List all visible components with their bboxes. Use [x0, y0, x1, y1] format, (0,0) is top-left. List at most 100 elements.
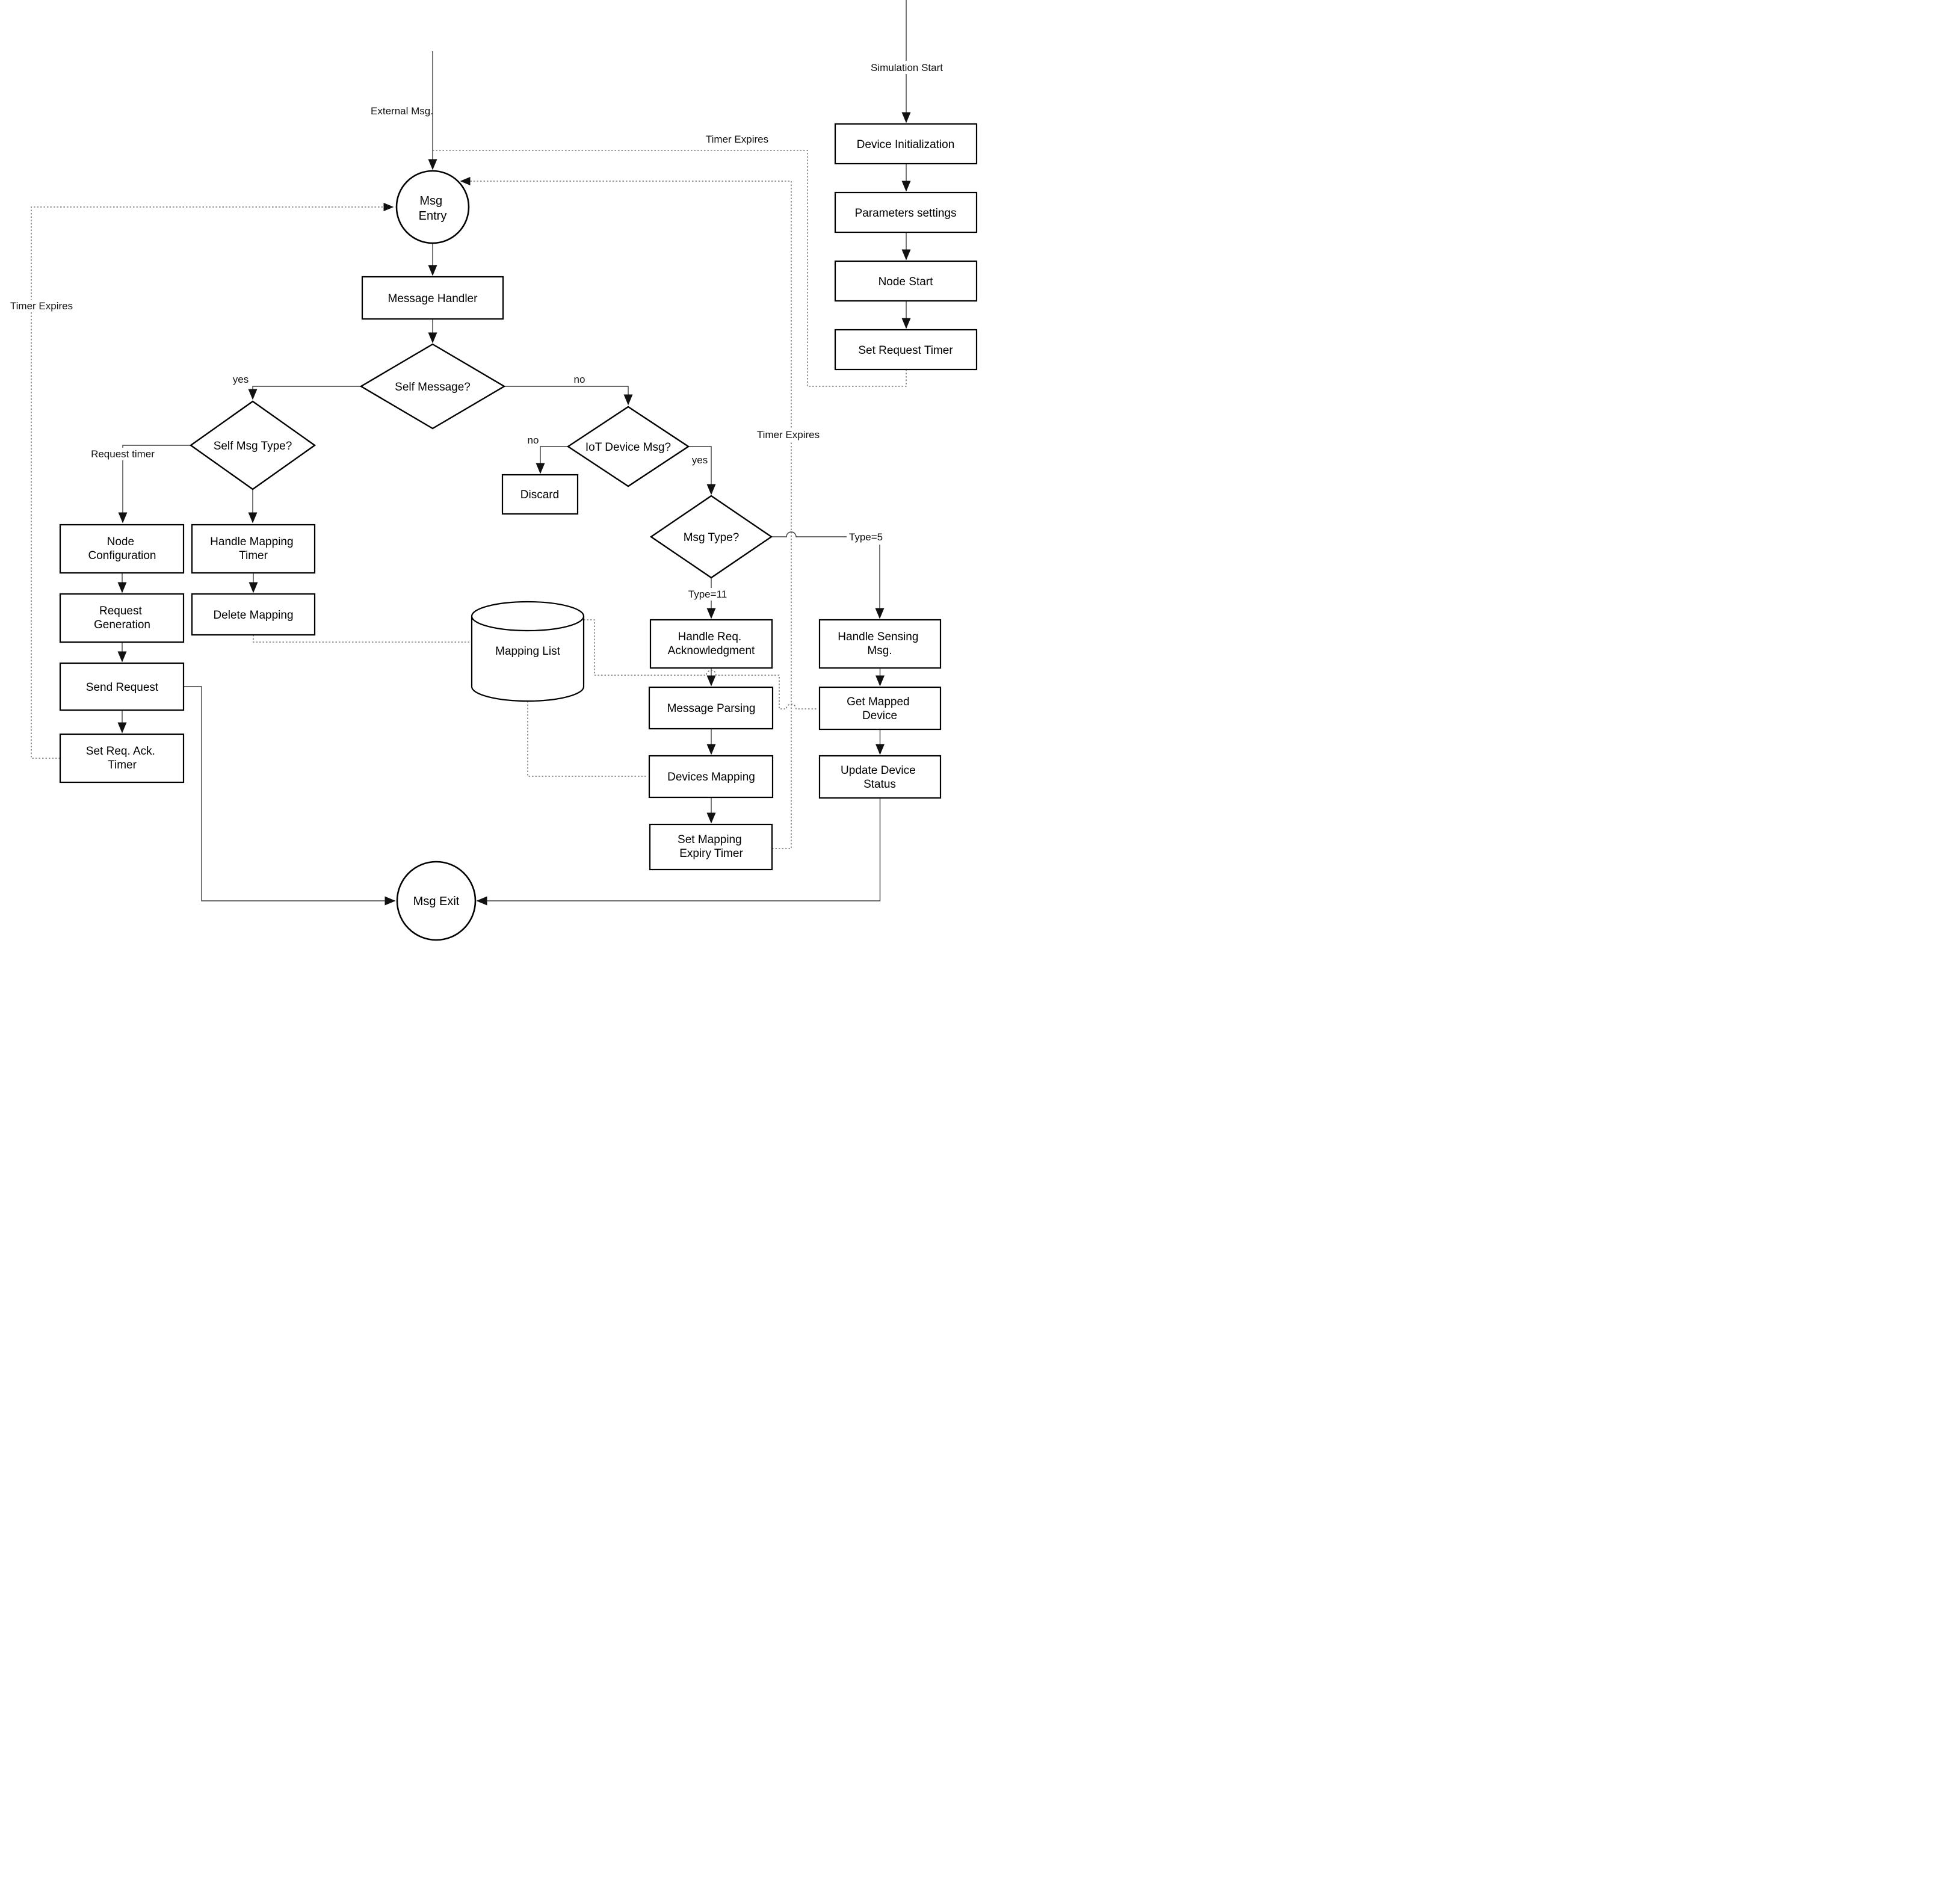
iot-yes-label: yes: [692, 454, 708, 466]
type-11-label: Type=11: [688, 589, 727, 600]
node-self-message: Self Message?: [359, 343, 506, 430]
node-set-request-timer: Set Request Timer: [834, 329, 978, 371]
node-send-request: Send Request: [59, 662, 185, 711]
self-msg-type-diamond: [189, 400, 317, 490]
delete-mapping-label: Delete Mapping: [213, 609, 293, 622]
discard-label: Discard: [520, 489, 559, 501]
edge-iot-yes-to-msg-type: [688, 446, 716, 495]
node-start-box: [834, 260, 978, 302]
node-msg-exit: Msg Exit: [396, 861, 477, 941]
edge-mapping-list-to-devices-mapping: [527, 701, 647, 777]
node-configuration-label: Node Configuration: [88, 536, 156, 562]
handle-mapping-timer-box: [191, 524, 316, 574]
discard-box: [501, 474, 579, 515]
iot-device-msg-diamond: [566, 406, 690, 487]
self-message-diamond: [359, 343, 506, 430]
mapping-list-cylinder-body: [471, 616, 585, 702]
edge-mapping-list-to-get-mapped-device: [584, 619, 817, 709]
edge-timer-expires-mapping-expiry-loop: [460, 176, 792, 849]
edge-self-message-no: [504, 386, 633, 406]
message-parsing-label: Message Parsing: [667, 702, 756, 715]
type-5-label: Type=5: [849, 531, 883, 543]
send-request-label: Send Request: [86, 681, 159, 694]
parameters-settings-label: Parameters settings: [855, 207, 957, 220]
self-msg-type-label: Self Msg Type?: [214, 440, 292, 453]
node-msg-entry: Msg Entry: [395, 170, 470, 244]
set-req-ack-timer-label: Set Req. Ack. Timer: [86, 745, 158, 771]
device-initialization-box: [834, 123, 978, 165]
devices-mapping-label: Devices Mapping: [667, 771, 755, 784]
node-discard: Discard: [501, 474, 579, 515]
shapes: Device Initialization Parameters setting…: [59, 123, 978, 941]
node-delete-mapping: Delete Mapping: [191, 593, 316, 636]
timer-expires-right-label: Timer Expires: [757, 429, 820, 440]
handle-req-acknowledgment-label: Handle Req. Acknowledgment: [668, 631, 755, 657]
timer-expires-left-label: Timer Expires: [10, 300, 73, 312]
request-timer-label-bg: [89, 448, 156, 460]
delete-mapping-box: [191, 593, 316, 636]
flowchart-canvas: Device Initialization Parameters setting…: [6, 0, 978, 941]
request-generation-label: Request Generation: [94, 605, 150, 631]
get-mapped-device-label: Get Mapped Device: [847, 696, 913, 722]
set-mapping-expiry-timer-label: Set Mapping Expiry Timer: [678, 833, 745, 860]
self-message-label: Self Message?: [395, 381, 471, 394]
node-handle-mapping-timer: Handle Mapping Timer: [191, 524, 316, 574]
node-device-initialization: Device Initialization: [834, 123, 978, 165]
node-self-msg-type: Self Msg Type?: [189, 400, 317, 490]
node-handle-req-acknowledgment: Handle Req. Acknowledgment: [649, 619, 773, 669]
node-set-mapping-expiry-timer: Set Mapping Expiry Timer: [649, 823, 773, 871]
update-device-status-label: Update Device Status: [841, 764, 919, 791]
solid-connectors: [117, 0, 911, 906]
type-5-label-bg: [847, 531, 885, 543]
node-iot-device-msg: IoT Device Msg?: [566, 406, 690, 487]
message-handler-box: [361, 276, 504, 320]
mapping-list-cylinder-top: [471, 601, 585, 632]
request-generation-box: [59, 593, 185, 643]
node-node-start: Node Start: [834, 260, 978, 302]
timer-expires-right-label-bg: [753, 428, 823, 441]
handle-sensing-msg-box: [818, 619, 942, 669]
message-parsing-box: [648, 686, 774, 730]
mapping-list-label: Mapping List: [495, 645, 560, 658]
iot-device-msg-label: IoT Device Msg?: [585, 441, 671, 454]
self-message-yes-label: yes: [233, 374, 249, 385]
node-node-configuration: Node Configuration: [59, 524, 185, 574]
edge-request-timer: [118, 445, 191, 524]
timer-expires-top-label: Timer Expires: [706, 134, 768, 145]
devices-mapping-box: [648, 755, 774, 799]
send-request-box: [59, 662, 185, 711]
edge-send-request-to-msg-exit: [184, 686, 396, 906]
handle-mapping-timer-label: Handle Mapping Timer: [210, 536, 297, 562]
iot-no-label: no: [528, 434, 539, 446]
node-configuration-box: [59, 524, 185, 574]
dotted-connectors: [31, 150, 907, 849]
external-msg-label: External Msg.: [371, 105, 433, 117]
self-message-no-label: no: [574, 374, 585, 385]
node-message-parsing: Message Parsing: [648, 686, 774, 730]
timer-expires-left-label-bg: [6, 300, 77, 312]
edge-timer-expires-req-ack-loop: [31, 202, 394, 759]
set-req-ack-timer-box: [59, 733, 185, 784]
edge-timer-expires-set-request-timer-loop: [433, 150, 907, 387]
node-devices-mapping: Devices Mapping: [648, 755, 774, 799]
type-11-label-bg: [686, 588, 729, 601]
simulation-start-label: Simulation Start: [871, 62, 943, 73]
set-request-timer-label: Set Request Timer: [858, 344, 953, 357]
message-handler-label: Message Handler: [388, 292, 478, 305]
msg-type-label: Msg Type?: [684, 531, 740, 544]
handle-req-acknowledgment-box: [649, 619, 773, 669]
msg-entry-label: Msg Entry: [419, 194, 447, 223]
simulation-start-label-bg: [865, 61, 949, 74]
msg-exit-circle: [396, 861, 477, 941]
edge-update-status-to-msg-exit: [476, 798, 881, 906]
device-initialization-label: Device Initialization: [857, 138, 955, 151]
get-mapped-device-box: [818, 686, 942, 731]
node-request-generation: Request Generation: [59, 593, 185, 643]
node-set-req-ack-timer: Set Req. Ack. Timer: [59, 733, 185, 784]
node-msg-type: Msg Type?: [649, 495, 773, 579]
set-mapping-expiry-timer-box: [649, 823, 773, 871]
node-update-device-status: Update Device Status: [818, 755, 942, 799]
node-mapping-list: Mapping List: [471, 601, 585, 702]
edge-labels: Simulation Start External Msg. Timer Exp…: [6, 61, 949, 601]
request-timer-label: Request timer: [91, 448, 155, 460]
